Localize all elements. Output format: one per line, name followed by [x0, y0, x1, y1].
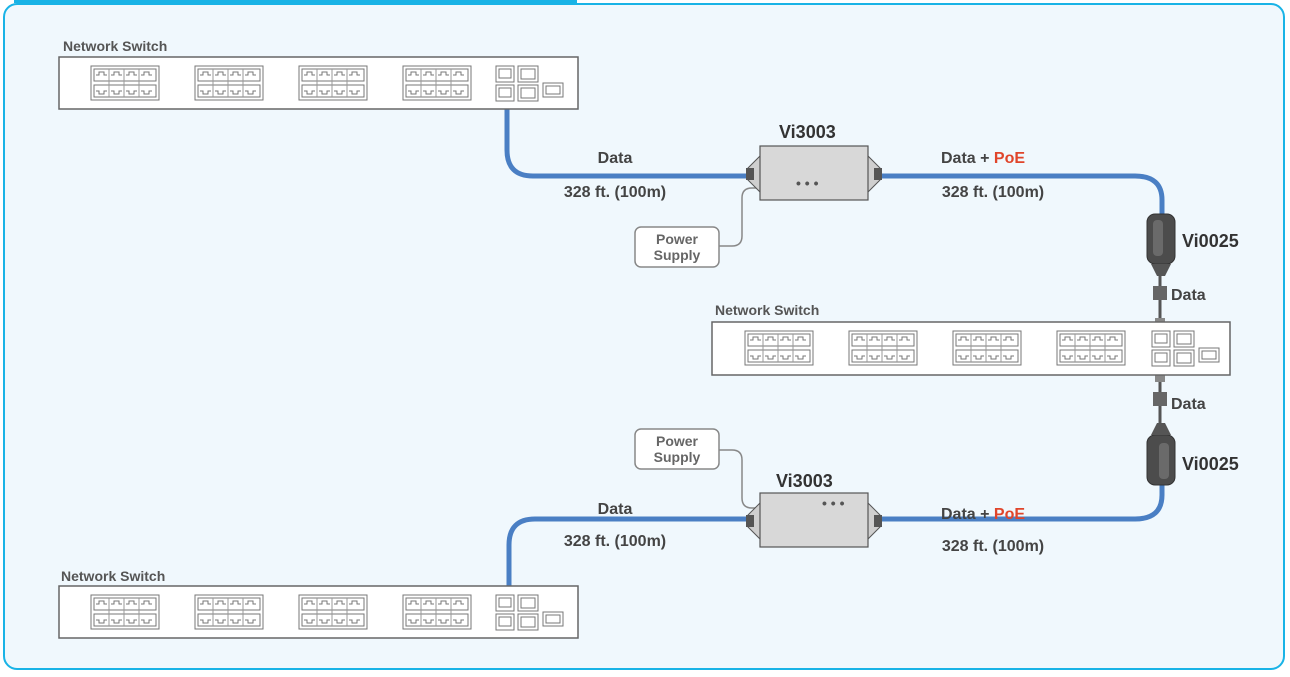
link-distance-4: 328 ft. (100m) — [942, 538, 1044, 555]
cable-switch3-to-injector2 — [506, 516, 749, 604]
svg-text:Supply: Supply — [654, 247, 701, 263]
splitter-top — [1146, 213, 1176, 277]
injector-label-top: Vi3003 — [779, 122, 836, 142]
link-distance-1: 328 ft. (100m) — [564, 184, 666, 201]
switch-label-top: Network Switch — [63, 38, 167, 54]
network-switch-middle — [711, 321, 1231, 376]
power-wire-bottom — [719, 449, 760, 509]
svg-text:Power: Power — [656, 433, 699, 449]
cable-injector2-to-splitter2 — [880, 482, 1165, 522]
network-switch-bottom — [58, 585, 579, 639]
splitter-bottom — [1146, 422, 1176, 486]
link-distance-3: 328 ft. (100m) — [564, 533, 666, 550]
cable-injector1-to-splitter1 — [880, 173, 1165, 222]
link-label-data-poe-2: Data + PoE — [941, 506, 1025, 523]
splitter-label-top: Vi0025 — [1182, 231, 1239, 251]
link-label-data-poe-1: Data + PoE — [941, 150, 1025, 167]
svg-text:Power: Power — [656, 231, 699, 247]
switch-label-middle: Network Switch — [715, 302, 819, 318]
injector-bottom: • • • — [745, 492, 883, 548]
link-label-data-5: Data — [598, 501, 633, 518]
splitter-label-bottom: Vi0025 — [1182, 454, 1239, 474]
power-supply-bottom: Power Supply — [634, 428, 720, 470]
injector-top: • • • — [745, 145, 883, 201]
link-label-data-4: Data — [1171, 396, 1206, 413]
power-supply-top: Power Supply — [634, 226, 720, 268]
header-accent-line — [14, 0, 577, 3]
injector-label-bottom: Vi3003 — [776, 471, 833, 491]
svg-text:Supply: Supply — [654, 449, 701, 465]
svg-text:• • •: • • • — [796, 175, 819, 191]
svg-text:• • •: • • • — [822, 495, 845, 511]
link-label-data-1: Data — [598, 150, 633, 167]
link-label-data-3: Data — [1171, 287, 1206, 304]
power-wire-top — [719, 187, 760, 247]
cable-switch1-to-injector1 — [504, 95, 750, 179]
network-switch-top — [58, 56, 579, 110]
switch-label-bottom: Network Switch — [61, 568, 165, 584]
link-distance-2: 328 ft. (100m) — [942, 184, 1044, 201]
